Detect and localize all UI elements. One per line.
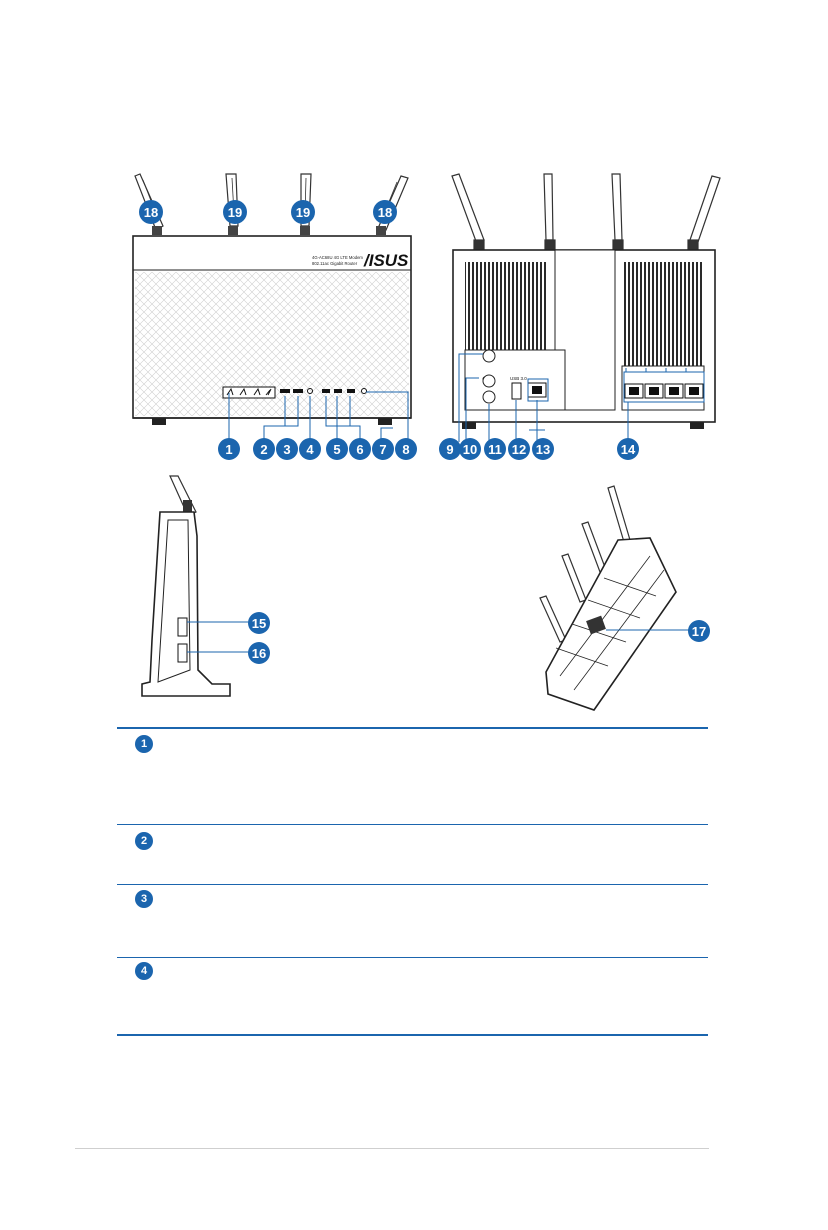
callout-2: 2: [253, 438, 275, 460]
wps-button: [482, 374, 496, 388]
legend-badge-2: 2: [135, 832, 153, 850]
legend-row-divider: [117, 957, 708, 958]
callout-10: 10: [459, 438, 481, 460]
svg-text:19: 19: [296, 205, 310, 220]
dc-in-port: [482, 390, 496, 404]
callout-15: 15: [248, 612, 270, 634]
svg-text:19: 19: [228, 205, 242, 220]
svg-text:12: 12: [512, 442, 526, 457]
side-router-body: [141, 511, 231, 697]
callout-6: 6: [349, 438, 371, 460]
svg-text:8: 8: [402, 442, 409, 457]
legend-badge-1: 1: [135, 735, 153, 753]
side-sim-slot: [177, 643, 188, 663]
signal-led-icon-4: [265, 388, 272, 396]
front-view: 4G-AC68U 4G LTE Modem 802.11ac Gigabit R…: [132, 173, 412, 442]
svg-text:2: 2: [260, 442, 267, 457]
svg-text:7: 7: [379, 442, 386, 457]
svg-text:14: 14: [621, 442, 636, 457]
callout-3: 3: [276, 438, 298, 460]
svg-text:3: 3: [283, 442, 290, 457]
svg-text:9: 9: [446, 442, 453, 457]
model-text-line-1: 4G-AC68U 4G LTE Modem: [312, 255, 363, 260]
svg-text:16: 16: [252, 646, 266, 661]
svg-text:5: 5: [333, 442, 340, 457]
svg-text:11: 11: [488, 442, 502, 457]
svg-text:17: 17: [692, 624, 706, 639]
callout-7: 7: [372, 438, 394, 460]
svg-text:13: 13: [536, 442, 550, 457]
callout-13: 13: [532, 438, 554, 460]
led-indicator-row: [222, 386, 367, 399]
usb-port-label: USB 3.0: [510, 376, 527, 381]
signal-led-icon: [226, 387, 234, 396]
callout-19-left: 19: [223, 200, 247, 224]
rear-view: USB 3.0: [451, 173, 721, 442]
legend-top-rule: [117, 727, 708, 729]
bottom-router-body: [545, 537, 677, 711]
callout-1: 1: [218, 438, 240, 460]
asus-logo: /ISUS: [363, 251, 409, 270]
front-leader-lines: [228, 391, 409, 442]
model-text-line-2: 802.11ac Gigabit Router: [312, 261, 358, 266]
bottom-label-sticker: [586, 615, 606, 635]
callout-11: 11: [484, 438, 506, 460]
router-hardware-figure: 4G-AC68U 4G LTE Modem 802.11ac Gigabit R…: [132, 173, 721, 711]
side-usb-port: [177, 617, 188, 637]
callout-4: 4: [299, 438, 321, 460]
rear-leader-lines: [458, 353, 705, 442]
callout-18-right: 18: [373, 200, 397, 224]
legend-badge-3: 3: [135, 890, 153, 908]
callout-8: 8: [395, 438, 417, 460]
legend-table: 1 2 3 4: [117, 727, 708, 1037]
callout-19-right: 19: [291, 200, 315, 224]
usb-port: [511, 382, 522, 400]
callout-18-left: 18: [139, 200, 163, 224]
svg-text:1: 1: [225, 442, 232, 457]
footer-rule: [75, 1148, 709, 1149]
legend-row-divider: [117, 824, 708, 825]
callout-14: 14: [617, 438, 639, 460]
side-view: [141, 475, 248, 697]
bottom-view: [539, 485, 690, 711]
callout-16: 16: [248, 642, 270, 664]
power-button: [482, 349, 496, 363]
svg-text:4: 4: [306, 442, 314, 457]
signal-led-icon-3: [253, 387, 261, 396]
callout-9: 9: [439, 438, 461, 460]
svg-text:10: 10: [463, 442, 477, 457]
legend-bottom-rule: [117, 1034, 708, 1036]
signal-led-icon-2: [239, 387, 247, 396]
callout-17: 17: [688, 620, 710, 642]
legend-row-divider: [117, 884, 708, 885]
svg-text:18: 18: [378, 205, 392, 220]
callout-12: 12: [508, 438, 530, 460]
callout-5: 5: [326, 438, 348, 460]
svg-text:15: 15: [252, 616, 266, 631]
svg-text:18: 18: [144, 205, 158, 220]
svg-text:6: 6: [356, 442, 363, 457]
legend-badge-4: 4: [135, 962, 153, 980]
side-leader-lines: [187, 621, 248, 653]
